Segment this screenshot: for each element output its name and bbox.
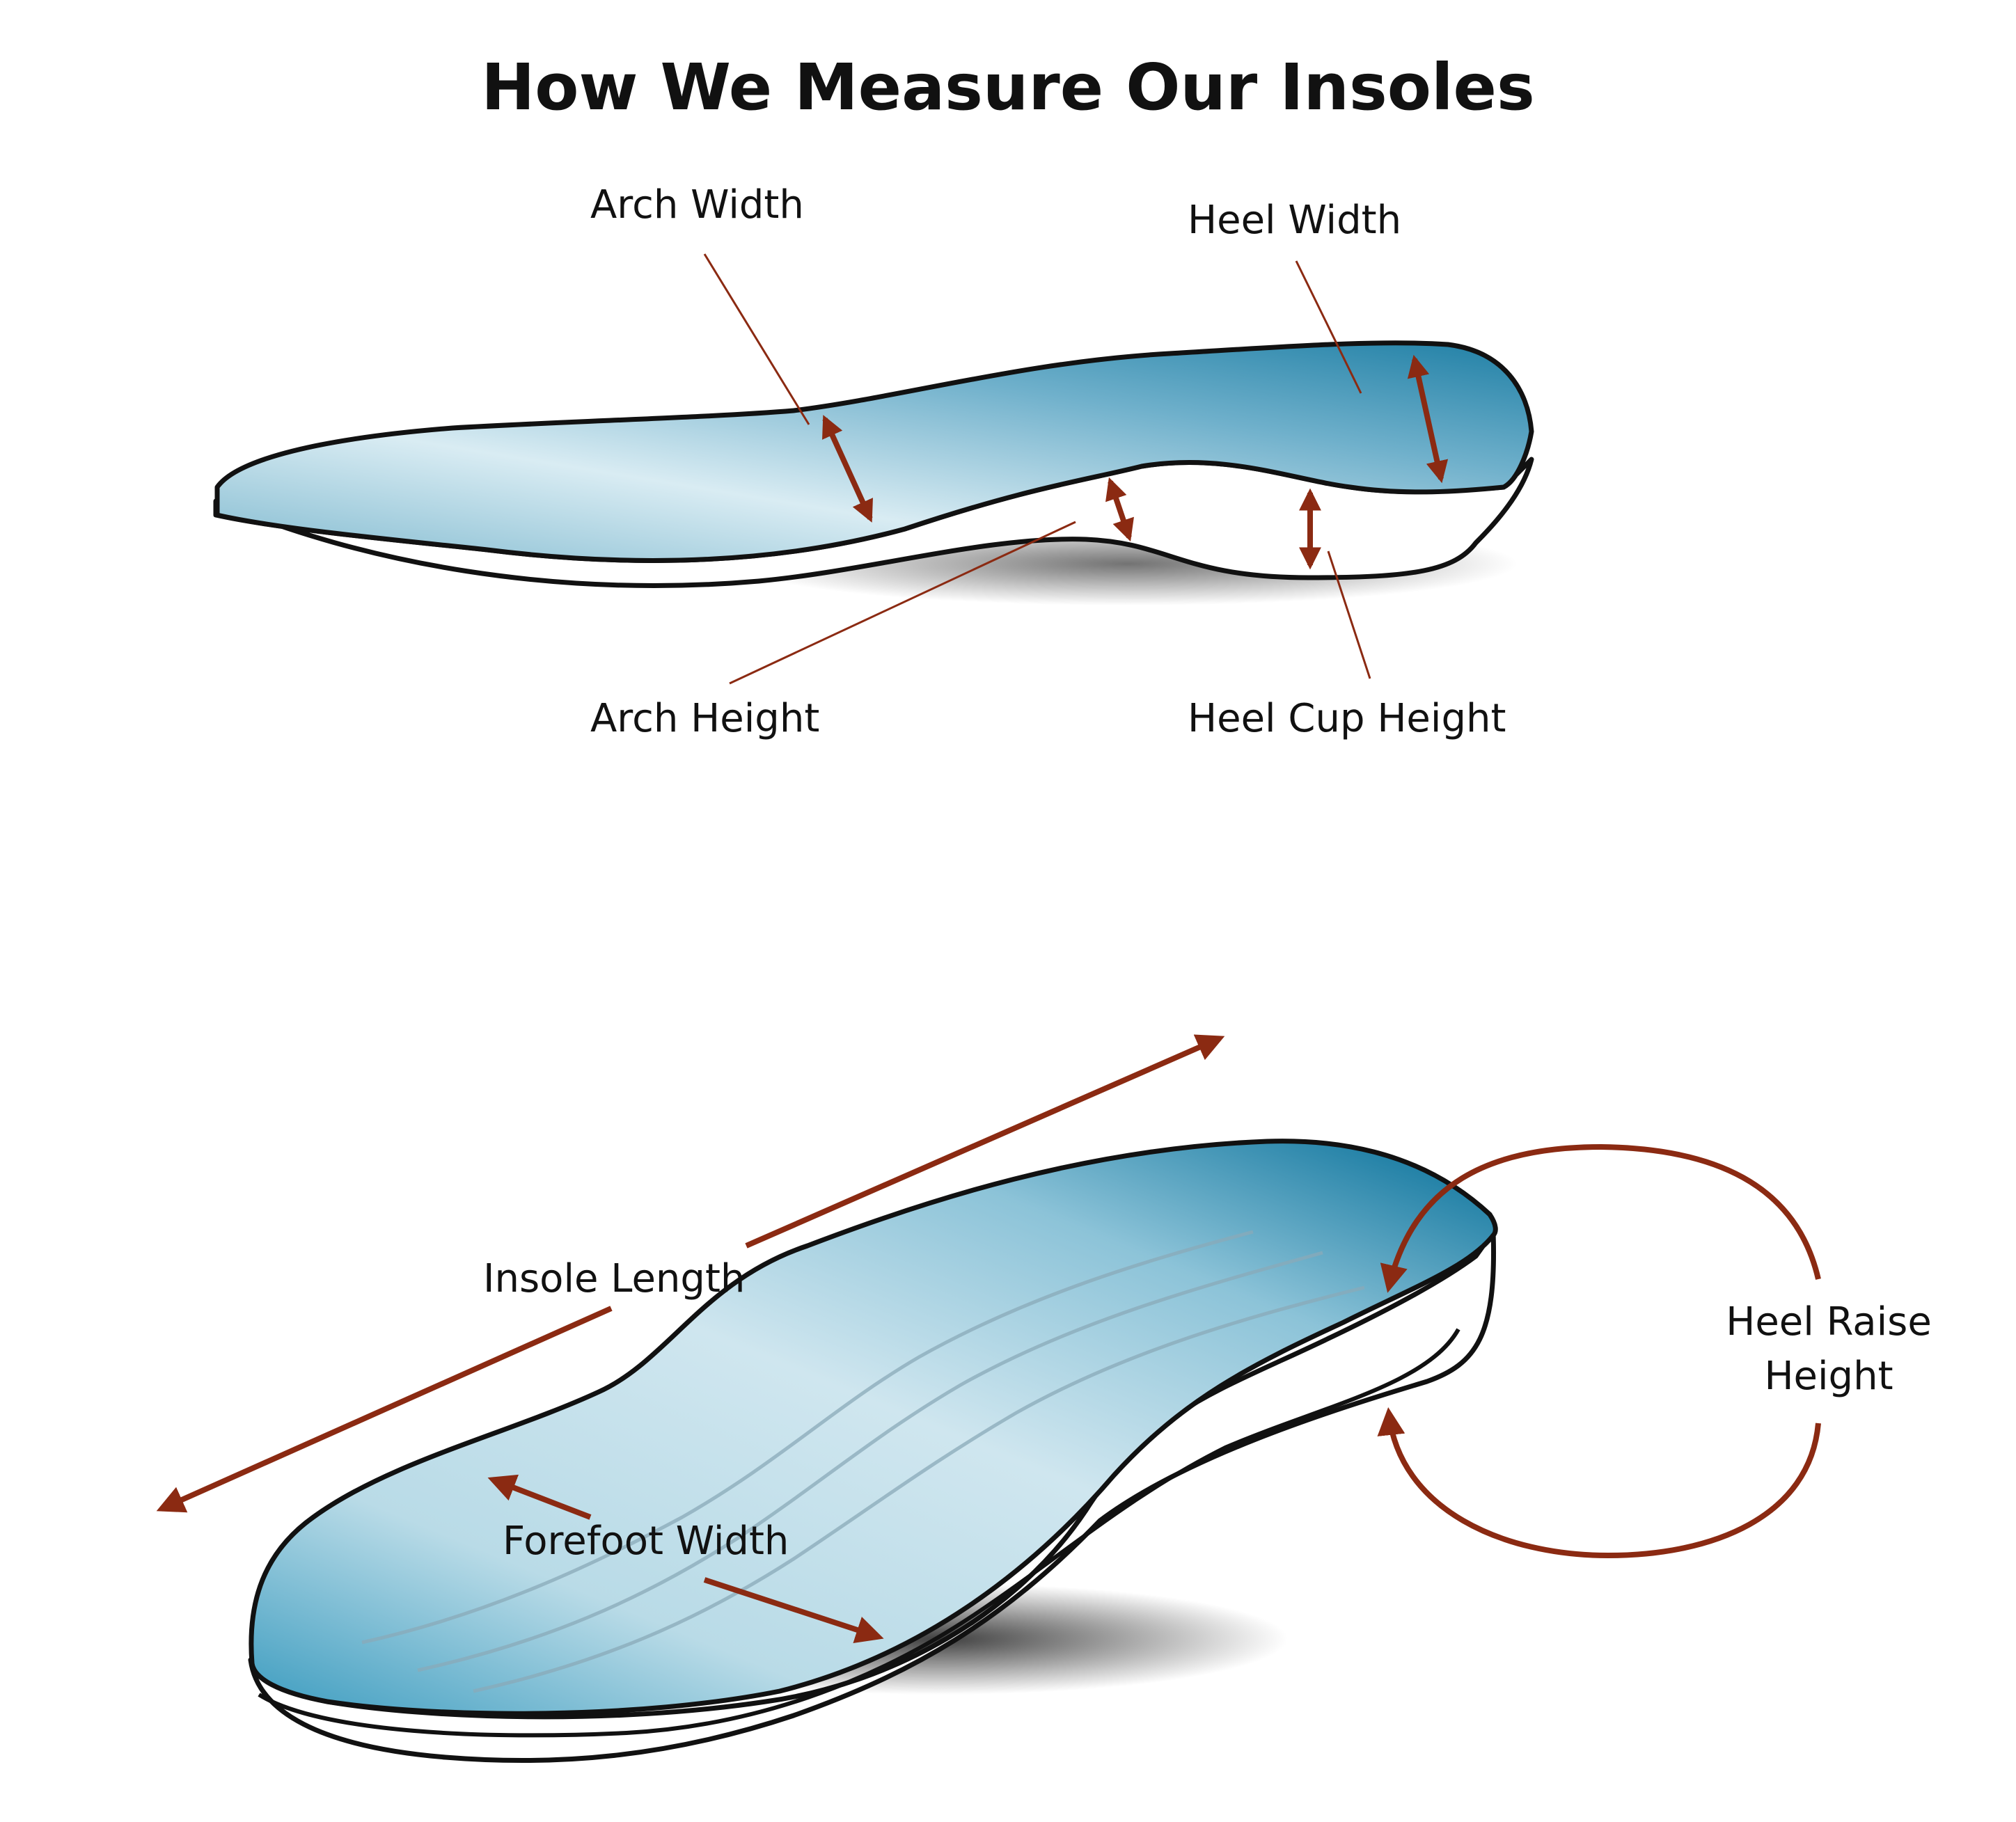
arch-width-label: Arch Width: [590, 182, 804, 228]
side-view-surface: [214, 340, 1534, 563]
insole-length-arrow-up: [745, 1034, 1225, 1249]
forefoot-width-label: Forefoot Width: [503, 1519, 789, 1564]
page-title: How We Measure Our Insoles: [481, 50, 1535, 125]
heel-width-label: Heel Width: [1188, 198, 1402, 243]
contour-line: [417, 1251, 1323, 1672]
side-view-insole: [213, 340, 1534, 605]
heel-raise-arrow-top: [1380, 1143, 1821, 1293]
heel-raise-height-label-line1: Heel Raise: [1726, 1299, 1932, 1345]
contour-line: [473, 1285, 1365, 1693]
arch-width-arrow: [822, 415, 873, 523]
heel-cup-height-label: Heel Cup Height: [1188, 696, 1506, 741]
surface-contours: [361, 1230, 1365, 1693]
contour-line: [361, 1230, 1254, 1645]
arch-height-label: Arch Height: [590, 696, 820, 741]
forefoot-width-arrow-right: [703, 1577, 884, 1644]
insole-length-label: Insole Length: [483, 1256, 746, 1301]
forefoot-width-arrow-left: [487, 1474, 592, 1520]
perspective-sole-seam: [258, 1328, 1460, 1738]
perspective-surface: [249, 1139, 1498, 1716]
side-view-annotations: [703, 253, 1449, 685]
arch-height-leader: [729, 521, 1076, 685]
arch-width-leader: [703, 253, 810, 425]
heel-width-arrow: [1407, 354, 1449, 484]
perspective-sole: [248, 1229, 1497, 1764]
heel-raise-height-label-line2: Height: [1764, 1354, 1893, 1399]
insole-length-arrow-down: [156, 1306, 613, 1513]
arch-height-arrow: [1105, 477, 1134, 542]
heel-cup-height-leader: [1327, 550, 1371, 679]
heel-width-leader: [1295, 260, 1362, 394]
perspective-annotations: [156, 1034, 1821, 1644]
heel-raise-arrow-bottom: [1377, 1407, 1821, 1559]
perspective-insole: [248, 1139, 1498, 1764]
